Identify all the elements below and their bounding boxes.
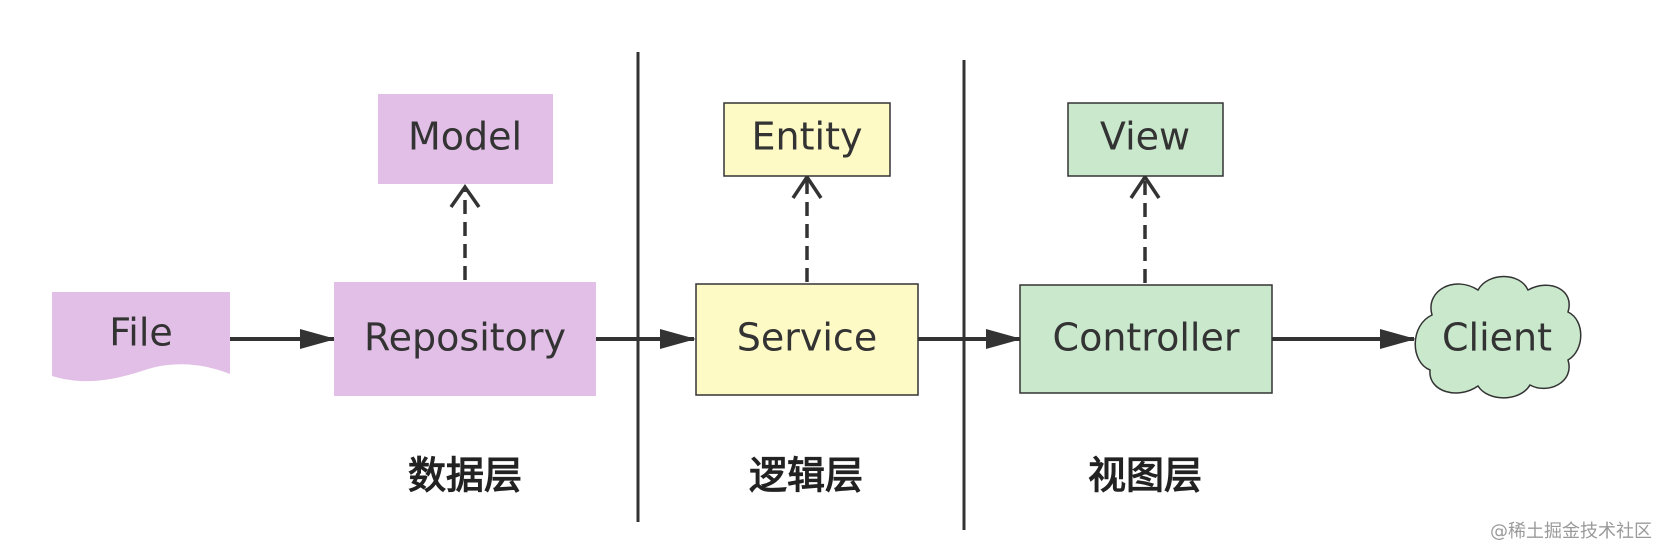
node-entity[interactable]: Entity xyxy=(723,102,891,177)
client-cloud-shape xyxy=(1414,275,1582,399)
file-label: File xyxy=(109,311,173,355)
edge-repository-model xyxy=(449,183,481,280)
view-label: View xyxy=(1100,115,1190,159)
layer-label-view: 视图层 xyxy=(1088,454,1202,498)
edge-service-entity xyxy=(791,173,823,282)
node-service[interactable]: Service xyxy=(695,283,919,396)
node-view[interactable]: View xyxy=(1067,102,1224,177)
edge-controller-view xyxy=(1129,173,1161,283)
watermark-text: @稀土掘金技术社区 xyxy=(1490,521,1652,542)
layer-label-logic: 逻辑层 xyxy=(749,454,863,498)
node-file[interactable]: File xyxy=(52,292,230,382)
node-client[interactable]: Client xyxy=(1414,275,1582,399)
repository-label: Repository xyxy=(364,316,566,360)
model-label: Model xyxy=(408,115,522,159)
service-label: Service xyxy=(737,316,877,360)
node-repository[interactable]: Repository xyxy=(334,282,596,396)
node-model[interactable]: Model xyxy=(378,94,553,184)
entity-label: Entity xyxy=(752,115,863,159)
node-controller[interactable]: Controller xyxy=(1019,284,1273,394)
controller-label: Controller xyxy=(1053,316,1240,360)
layer-label-data: 数据层 xyxy=(408,454,522,498)
client-label: Client xyxy=(1442,316,1552,360)
file-document-shape xyxy=(52,292,230,382)
